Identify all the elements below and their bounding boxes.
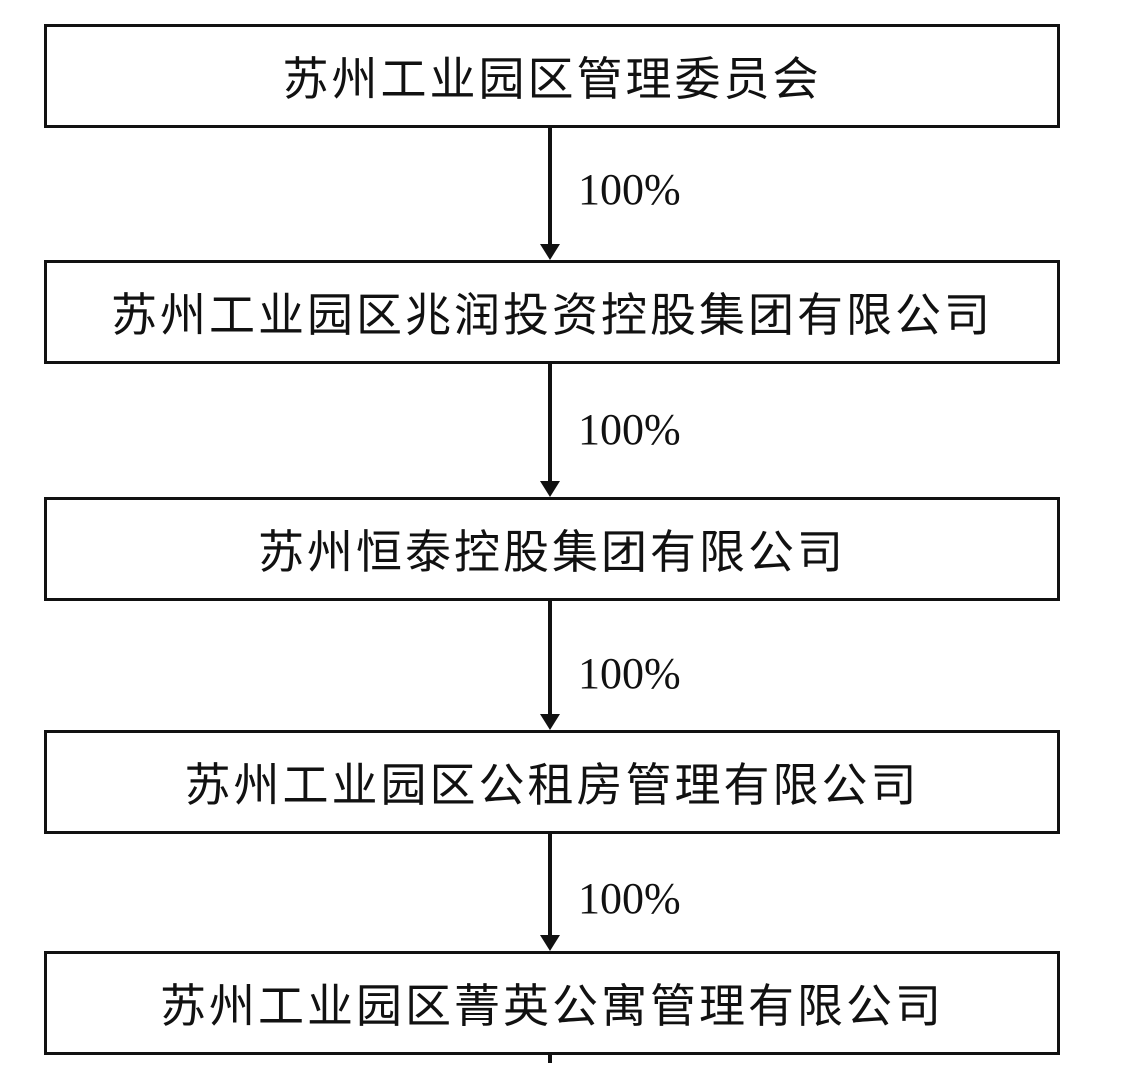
entity-box-public-rental-housing: 苏州工业园区公租房管理有限公司 <box>44 730 1060 834</box>
entity-label: 苏州工业园区菁英公寓管理有限公司 <box>160 979 944 1033</box>
entity-label: 苏州工业园区管理委员会 <box>282 52 822 106</box>
arrow-down-icon <box>540 935 560 951</box>
connector-tail <box>548 1055 552 1063</box>
arrow-shaft <box>548 128 552 248</box>
ownership-percentage: 100% <box>578 874 681 923</box>
entity-box-zhaorun-holding: 苏州工业园区兆润投资控股集团有限公司 <box>44 260 1060 364</box>
entity-label: 苏州工业园区公租房管理有限公司 <box>184 758 920 812</box>
arrow-shaft <box>548 834 552 939</box>
entity-box-management-committee: 苏州工业园区管理委员会 <box>44 24 1060 128</box>
entity-box-hengtai-holding: 苏州恒泰控股集团有限公司 <box>44 497 1060 601</box>
entity-box-jingying-apartment: 苏州工业园区菁英公寓管理有限公司 <box>44 951 1060 1055</box>
ownership-percentage: 100% <box>578 165 681 214</box>
ownership-percentage: 100% <box>578 405 681 454</box>
ownership-percentage: 100% <box>578 649 681 698</box>
arrow-shaft <box>548 364 552 485</box>
arrow-down-icon <box>540 714 560 730</box>
arrow-down-icon <box>540 244 560 260</box>
entity-label: 苏州工业园区兆润投资控股集团有限公司 <box>111 288 993 342</box>
arrow-shaft <box>548 601 552 718</box>
entity-label: 苏州恒泰控股集团有限公司 <box>258 525 846 579</box>
arrow-down-icon <box>540 481 560 497</box>
